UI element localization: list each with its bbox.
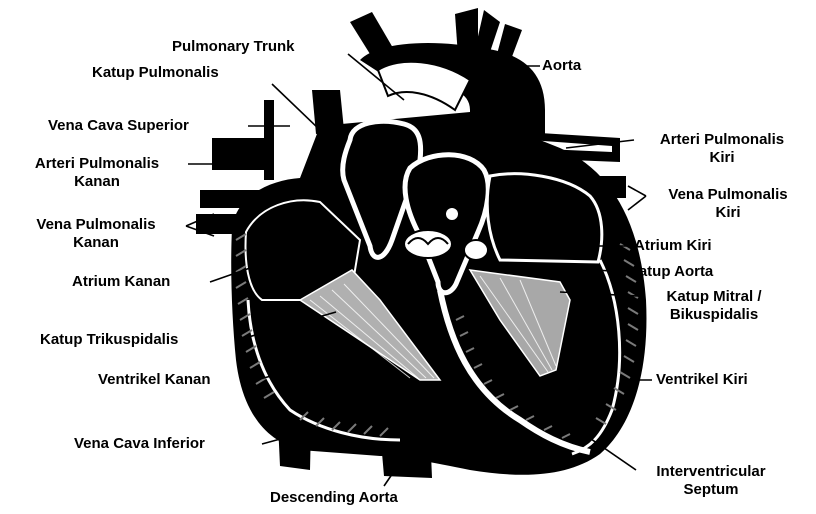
inferior-vena-cava: [276, 380, 312, 470]
label-vena-pulmonalis-kiri: Vena Pulmonalis Kiri: [648, 186, 808, 222]
label-interventricular-septum: Interventricular Septum: [636, 463, 786, 499]
label-vena-pulmonalis-kanan: Vena Pulmonalis Kanan: [6, 216, 186, 252]
label-katup-pulmonalis: Katup Pulmonalis: [92, 64, 219, 82]
label-vena-cava-inferior: Vena Cava Inferior: [74, 435, 205, 453]
label-descending-aorta: Descending Aorta: [270, 489, 398, 507]
right-pulmonary-artery: [212, 138, 272, 170]
leader-vena-pulmonalis-kiri-a: [628, 186, 646, 196]
label-ventrikel-kiri: Ventrikel Kiri: [656, 371, 748, 389]
label-atrium-kiri: Atrium Kiri: [634, 237, 712, 255]
label-aorta: Aorta: [542, 57, 581, 75]
label-pulmonary-trunk: Pulmonary Trunk: [172, 38, 295, 56]
mitral-valve-ring: [464, 240, 488, 260]
leader-vena-pulmonalis-kiri-b: [628, 196, 646, 210]
label-ventrikel-kanan: Ventrikel Kanan: [98, 371, 211, 389]
label-katup-mitral-bikuspidalis: Katup Mitral / Bikuspidalis: [640, 288, 788, 324]
label-arteri-pulmonalis-kiri: Arteri Pulmonalis Kiri: [634, 131, 810, 167]
label-arteri-pulmonalis-kanan: Arteri Pulmonalis Kanan: [6, 155, 188, 191]
label-atrium-kanan: Atrium Kanan: [72, 273, 170, 291]
label-katup-aorta: Katup Aorta: [628, 263, 713, 281]
label-vena-cava-superior: Vena Cava Superior: [48, 117, 189, 135]
label-katup-trikuspidalis: Katup Trikuspidalis: [40, 331, 178, 349]
aortic-opening: [446, 208, 458, 220]
